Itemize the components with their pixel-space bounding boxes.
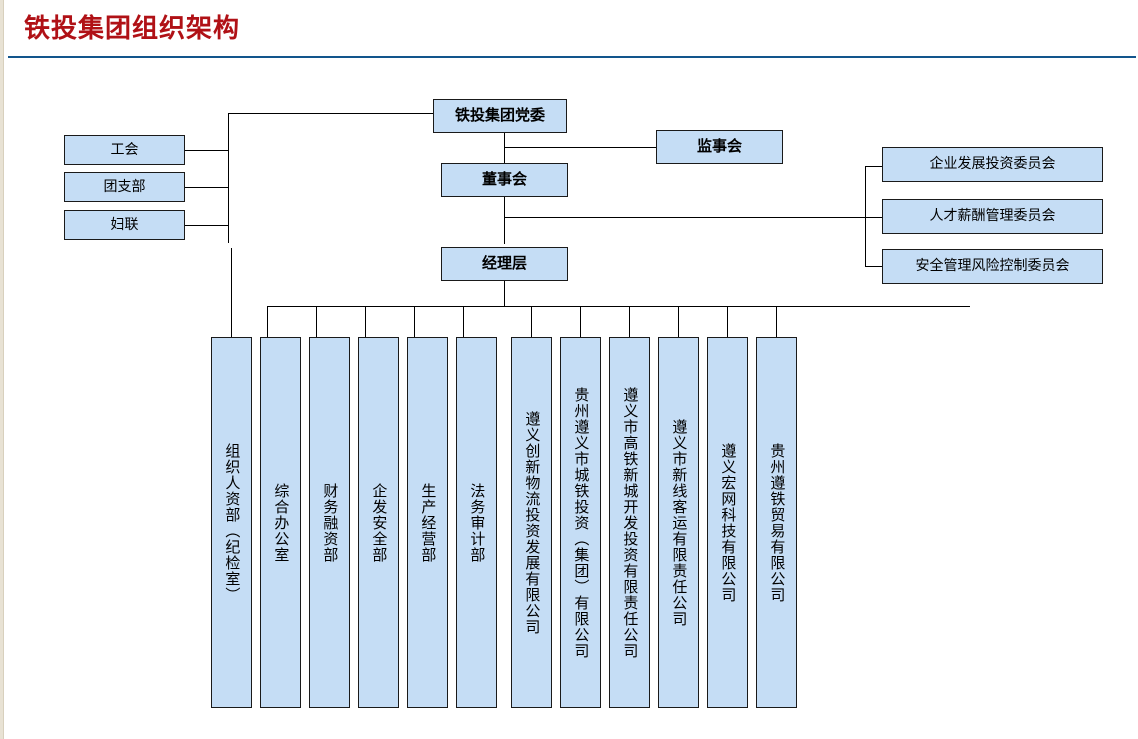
- connector-board-to-management: [504, 196, 505, 244]
- box-talent-compensation-management-committee[interactable]: 人才薪酬管理委员会: [882, 199, 1103, 234]
- connector-dept-drop-2: [267, 306, 268, 337]
- page-left-edge: [0, 0, 4, 739]
- title-divider: [8, 56, 1136, 58]
- connector-union-2: [185, 187, 229, 188]
- box-labor-union[interactable]: 工会: [64, 135, 185, 165]
- connector-dept-drop-6: [463, 306, 464, 337]
- box-department-6[interactable]: 法务审计部: [456, 337, 497, 708]
- connector-party-to-board: [504, 133, 505, 181]
- box-department-1[interactable]: 组织人资部（纪检室）: [211, 337, 252, 708]
- box-board-of-directors[interactable]: 董事会: [441, 163, 568, 197]
- box-department-7[interactable]: 遵义创新物流投资发展有限公司: [511, 337, 552, 708]
- connector-committee-2: [865, 217, 882, 218]
- box-department-8[interactable]: 贵州遵义市城铁投资（集团）有限公司: [560, 337, 601, 708]
- connector-dept-drop-1: [231, 248, 232, 337]
- connector-dept-drop-5: [414, 306, 415, 337]
- box-party-committee[interactable]: 铁投集团党委: [433, 99, 567, 133]
- connector-dept-drop-9: [629, 306, 630, 337]
- page-title: 铁投集团组织架构: [24, 14, 241, 44]
- box-department-2[interactable]: 综合办公室: [260, 337, 301, 708]
- box-youth-league-branch[interactable]: 团支部: [64, 172, 185, 202]
- connector-dept-drop-11: [727, 306, 728, 337]
- box-department-9[interactable]: 遵义市高铁新城开发投资有限责任公司: [609, 337, 650, 708]
- org-chart-canvas: 铁投集团党委 监事会 董事会 经理层 工会 团支部 妇联 企业发展投资委员会 人…: [0, 58, 1138, 739]
- connector-committee-spine: [865, 166, 866, 266]
- connector-union-3: [185, 225, 229, 226]
- box-department-10[interactable]: 遵义市新线客运有限责任公司: [658, 337, 699, 708]
- connector-union-1: [185, 150, 229, 151]
- box-department-4[interactable]: 企发安全部: [358, 337, 399, 708]
- connector-left-spine: [228, 113, 229, 243]
- box-enterprise-development-investment-committee[interactable]: 企业发展投资委员会: [882, 147, 1103, 182]
- connector-committee-1: [865, 166, 882, 167]
- connector-management-drop: [504, 281, 505, 306]
- connector-party-to-left-spine: [228, 113, 433, 114]
- connector-dept-drop-3: [316, 306, 317, 337]
- connector-board-to-committees: [504, 217, 866, 218]
- box-department-5[interactable]: 生产经营部: [407, 337, 448, 708]
- box-department-12[interactable]: 贵州遵铁贸易有限公司: [756, 337, 797, 708]
- box-department-11[interactable]: 遵义宏网科技有限公司: [707, 337, 748, 708]
- box-safety-risk-control-committee[interactable]: 安全管理风险控制委员会: [882, 249, 1103, 284]
- connector-party-to-supervisory: [504, 147, 656, 148]
- box-department-3[interactable]: 财务融资部: [309, 337, 350, 708]
- connector-dept-drop-7: [531, 306, 532, 337]
- connector-dept-1-tie: [231, 248, 232, 249]
- box-management[interactable]: 经理层: [441, 247, 568, 281]
- box-supervisory-board[interactable]: 监事会: [656, 130, 783, 164]
- connector-dept-drop-8: [580, 306, 581, 337]
- box-womens-federation[interactable]: 妇联: [64, 210, 185, 240]
- connector-dept-drop-12: [776, 306, 777, 337]
- connector-dept-drop-4: [365, 306, 366, 337]
- connector-committee-3: [865, 266, 882, 267]
- connector-dept-drop-10: [678, 306, 679, 337]
- connector-department-bus: [267, 306, 970, 307]
